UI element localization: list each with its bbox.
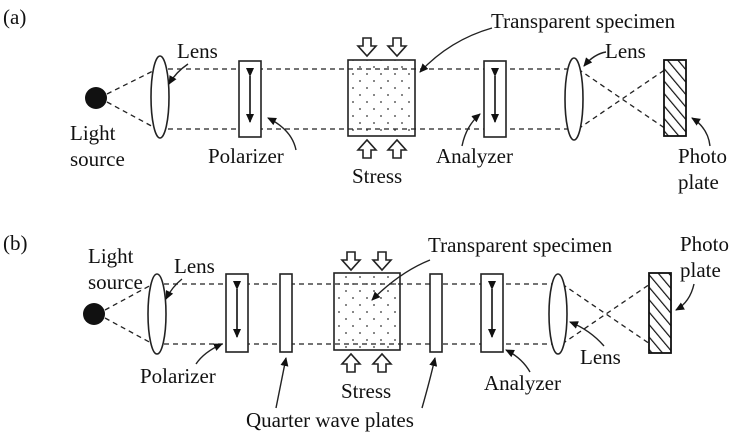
panel-a-stress-label: Stress xyxy=(352,164,402,188)
panel-b: (b) Light source Lens Polarizer Transpar… xyxy=(3,231,729,432)
panel-b-photo-arrow xyxy=(675,283,695,311)
panel-a-specimen xyxy=(347,59,416,137)
panel-a-ray-upper-left xyxy=(106,68,158,95)
panel-b-photo-label-1: Photo xyxy=(680,232,729,256)
panel-b-lens-right-arrow xyxy=(569,321,605,347)
panel-b-quarter-wave-arrow-2 xyxy=(421,357,438,409)
panel-b-stress-top-right xyxy=(371,251,393,272)
panel-a-stress-bottom-left xyxy=(356,138,378,159)
panel-b-stress-top-left xyxy=(340,251,362,272)
panel-b-ray-upper-left xyxy=(104,283,154,311)
panel-a-analyzer-arrow xyxy=(461,113,481,147)
panel-b-light-label-1: Light xyxy=(88,244,134,268)
panel-b-analyzer-label: Analyzer xyxy=(484,371,561,395)
panel-b-lens-left-arrow xyxy=(165,278,183,300)
panel-b-quarter-wave-plate-2 xyxy=(429,273,443,353)
panel-b-quarter-wave-plate-1 xyxy=(279,273,293,353)
panel-b-photo-plate xyxy=(648,272,672,354)
panel-b-ray-lower-left xyxy=(104,317,154,345)
panel-a-photo-arrow xyxy=(691,117,711,147)
panel-b-quarter-wave-label: Quarter wave plates xyxy=(246,408,414,432)
panel-a-stress-bottom-right xyxy=(386,138,408,159)
panel-a-photo-label-2: plate xyxy=(678,170,719,194)
panel-b-specimen-arrow xyxy=(371,259,431,301)
panel-a-specimen-label: Transparent specimen xyxy=(491,9,676,33)
panel-b-polarizer-arrow xyxy=(195,343,223,365)
panel-b-lens-left xyxy=(147,273,167,355)
panel-a-photo-plate xyxy=(663,59,687,137)
panel-a-light-label-1: Light xyxy=(70,121,116,145)
panel-b-lens-right-label: Lens xyxy=(580,345,621,369)
panel-a-ray-lower-left xyxy=(106,101,158,130)
panel-b-photo-label-2: plate xyxy=(680,258,721,282)
panel-a-tag: (a) xyxy=(3,5,26,29)
panel-a-polarizer-label: Polarizer xyxy=(208,144,284,168)
panel-b-light-source xyxy=(83,303,105,325)
panel-b-tag: (b) xyxy=(3,231,28,255)
panel-b-stress-bottom-right xyxy=(371,352,393,373)
panel-b-lens-right xyxy=(548,273,568,355)
panel-a-polarizer-arrow xyxy=(267,117,297,151)
panel-a-photo-label-1: Photo xyxy=(678,144,727,168)
panel-b-specimen xyxy=(333,272,401,351)
panel-b-light-label-2: source xyxy=(88,270,143,294)
panel-b-polarizer-label: Polarizer xyxy=(140,364,216,388)
panel-b-stress-label: Stress xyxy=(341,379,391,403)
panel-a-analyzer-label: Analyzer xyxy=(436,144,513,168)
panel-a-lens-right xyxy=(564,57,584,141)
panel-a-lens-left xyxy=(150,55,170,139)
panel-a-lens-left-label: Lens xyxy=(177,39,218,63)
panel-b-specimen-label: Transparent specimen xyxy=(428,233,613,257)
panel-a-stress-top-right xyxy=(386,37,408,58)
panel-a-light-label-2: source xyxy=(70,147,125,171)
panel-a: (a) Light source Lens Polarizer Transpar… xyxy=(3,5,727,194)
panel-a-lens-right-arrow xyxy=(583,51,607,67)
panel-b-quarter-wave-arrow-1 xyxy=(275,357,289,409)
panel-a-lens-left-arrow xyxy=(168,63,189,85)
panel-a-lens-right-label: Lens xyxy=(605,39,646,63)
panel-a-specimen-arrow xyxy=(419,27,493,73)
panel-b-analyzer-arrow xyxy=(505,349,531,373)
panel-b-lens-left-label: Lens xyxy=(174,254,215,278)
panel-b-stress-bottom-left xyxy=(340,352,362,373)
panel-a-light-source xyxy=(85,87,107,109)
panel-a-stress-top-left xyxy=(356,37,378,58)
